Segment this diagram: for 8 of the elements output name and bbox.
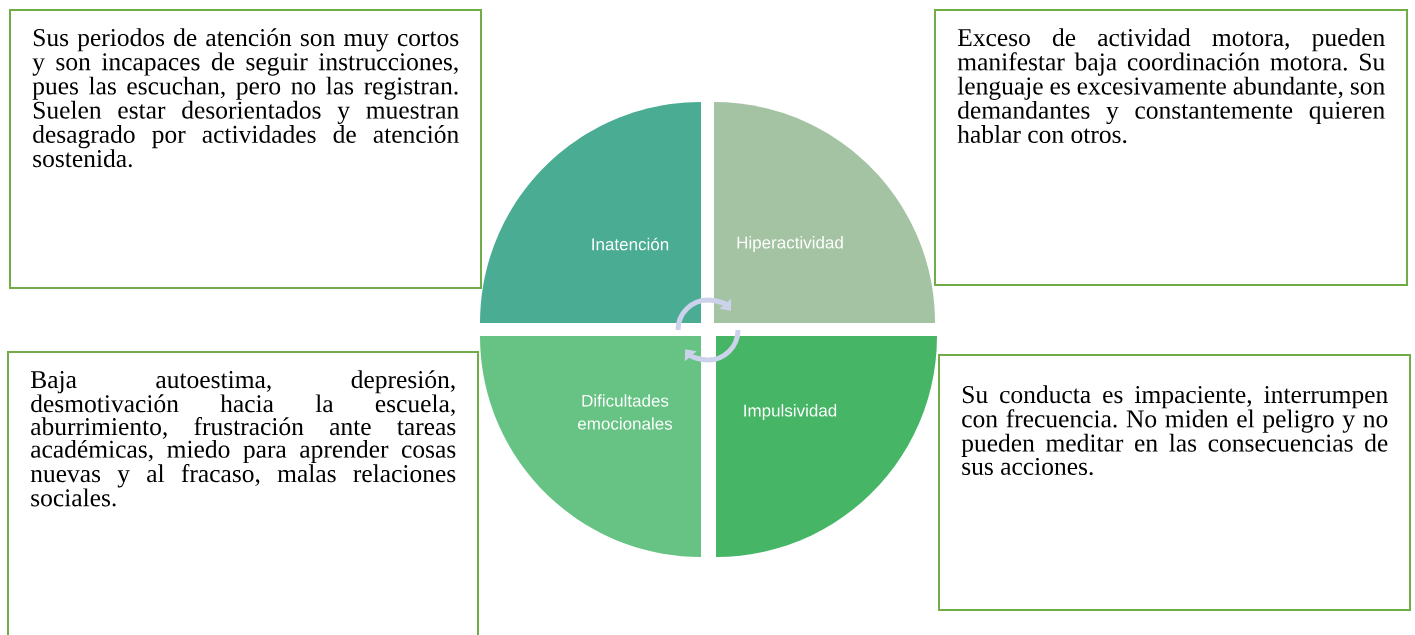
text-box: Exceso de actividad motora, pueden manifestar baja coordinación motora. Su lenguaje es excesivamente abundante, son demandantes y constantemente quieren hablar con otros. xyxy=(934,9,1408,286)
quadrant-sector: Impulsividad xyxy=(716,336,937,557)
quadrant-sector: Dificultades emocionales xyxy=(480,336,701,557)
quadrant-sector: Inatención xyxy=(480,102,701,323)
quadrant-sector: Hiperactividad xyxy=(714,102,935,323)
text-box: Sus periodos de atención son muy cortos y son incapaces de seguir instrucciones, pues las escuchan, pero no las registran. Suelen estar desorientados y muestran desagrado por actividades de atención sostenida. xyxy=(9,9,482,289)
text-box: Su conducta es impaciente, interrumpen con frecuencia. No miden el peligro y no pueden meditar en las consecuencias de sus acciones. xyxy=(938,354,1411,611)
text-box: Baja autoestima, depresión, desmotivación hacia la escuela, aburrimiento, frustración ante tareas académicas, miedo para aprender cosas nuevas y al fracaso, malas relaciones sociales. xyxy=(7,351,479,635)
